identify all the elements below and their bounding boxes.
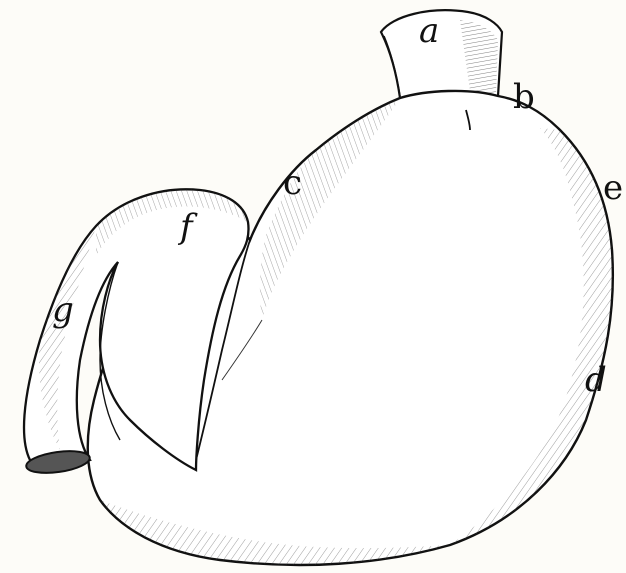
label-e: e bbox=[603, 171, 623, 205]
label-d: d bbox=[585, 363, 607, 397]
label-a: a bbox=[419, 14, 439, 48]
esophagus-segment bbox=[381, 10, 502, 98]
label-b: b bbox=[513, 80, 535, 114]
label-g: g bbox=[52, 293, 74, 327]
label-f: f bbox=[180, 210, 193, 244]
label-c: c bbox=[283, 166, 302, 200]
